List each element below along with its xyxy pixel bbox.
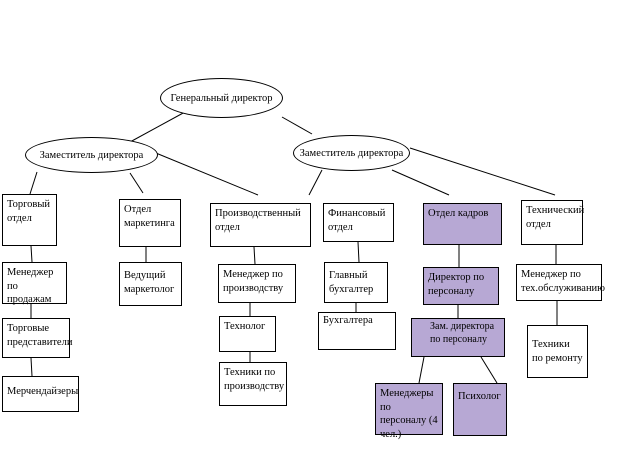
connector-hr-4 bbox=[480, 356, 498, 384]
connector-deputy-hr bbox=[391, 169, 450, 196]
chief-accountant: Главный бухгалтер bbox=[324, 262, 388, 303]
repair-technicians: Техники по ремонту bbox=[527, 325, 588, 378]
hr-deputy-director: Зам. директора по персоналу bbox=[411, 318, 505, 357]
sales-representatives: Торговые представители bbox=[2, 318, 72, 358]
connector-root-deputy-left bbox=[129, 111, 186, 143]
connector-deputy-marketing bbox=[129, 172, 144, 194]
production-department: Производственный отдел bbox=[210, 203, 311, 247]
technologist: Технолог bbox=[219, 316, 276, 352]
hr-department: Отдел кадров bbox=[423, 203, 502, 245]
accountants: Бухгалтера bbox=[318, 312, 396, 350]
connector-root-deputy-right bbox=[281, 116, 313, 135]
psychologist: Психолог bbox=[453, 383, 507, 436]
production-technicians: Техники по производству bbox=[219, 362, 287, 406]
deputy-director-right: Заместитель директора bbox=[293, 135, 410, 171]
technical-department: Технический отдел bbox=[521, 200, 584, 245]
connector-finance-1 bbox=[357, 241, 360, 263]
hr-director: Директор по персоналу bbox=[423, 267, 499, 305]
deputy-director-left: Заместитель директора bbox=[25, 137, 158, 173]
connector-deputy-finance bbox=[308, 169, 323, 196]
sales-manager: Менеджер по продажам bbox=[2, 262, 67, 305]
connector-trade-1 bbox=[30, 245, 33, 263]
connector-hr-3 bbox=[418, 356, 425, 384]
connector-trade-3 bbox=[30, 357, 33, 377]
production-manager: Менеджер по производству bbox=[218, 264, 296, 303]
connector-deputy-production bbox=[150, 150, 259, 196]
marketing-department: Отдел маркетинга bbox=[119, 199, 181, 247]
finance-department: Финансовый отдел bbox=[323, 203, 394, 242]
trade-department: Торговый отдел bbox=[2, 194, 57, 246]
lead-marketer: Ведущий маркетолог bbox=[119, 262, 182, 306]
general-director: Генеральный директор bbox=[160, 78, 283, 118]
maintenance-manager: Менеджер по тех.обслуживанию bbox=[516, 264, 605, 301]
hr-managers: Менеджеры по персоналу (4 чел.) bbox=[375, 383, 443, 440]
connector-deputy-technical bbox=[409, 147, 556, 196]
connector-deputy-trade bbox=[29, 171, 38, 195]
connector-production-1 bbox=[253, 246, 256, 265]
merchandisers: Мерчендайзеры bbox=[2, 376, 79, 412]
